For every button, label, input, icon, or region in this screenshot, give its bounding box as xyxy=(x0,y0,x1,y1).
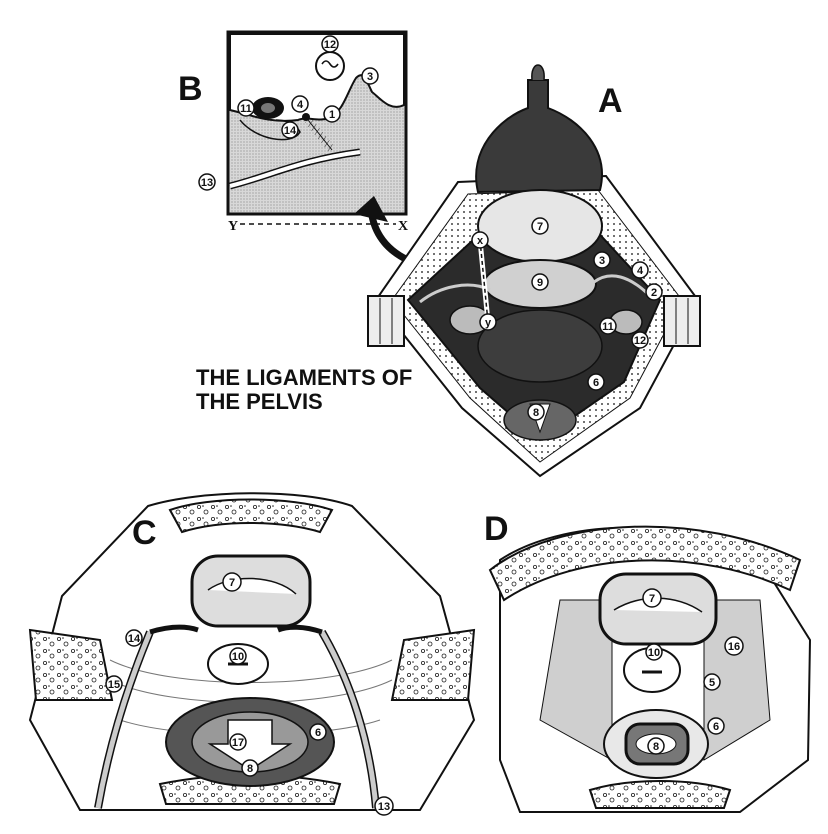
callout-c-13: 13 xyxy=(378,801,390,813)
callout-a-4: 4 xyxy=(637,265,644,277)
figure-title-line-1: THE LIGAMENTS OF xyxy=(196,366,412,390)
panel-label-a: A xyxy=(598,82,623,120)
callout-b-4: 4 xyxy=(297,99,304,111)
callout-c-17: 17 xyxy=(232,737,244,749)
callout-b-3: 3 xyxy=(367,71,373,83)
callout-a-y: y xyxy=(485,317,492,329)
callout-c-10: 10 xyxy=(232,651,244,663)
panel-label-c: C xyxy=(132,514,157,552)
callout-a-2: 2 xyxy=(651,287,657,299)
callout-a-8: 8 xyxy=(533,407,539,419)
callout-c-14: 14 xyxy=(128,633,141,645)
callout-d-6: 6 xyxy=(713,721,719,733)
callout-c-7: 7 xyxy=(229,577,235,589)
figure-title: THE LIGAMENTS OF THE PELVIS xyxy=(196,366,412,414)
callout-a-7: 7 xyxy=(537,221,543,233)
callout-b-13: 13 xyxy=(201,177,213,189)
panel-label-b: B xyxy=(178,70,203,108)
callout-d-7: 7 xyxy=(649,593,655,605)
callout-b-1: 1 xyxy=(329,109,335,121)
figure-title-line-2: THE PELVIS xyxy=(196,390,412,414)
callout-b-12: 12 xyxy=(324,39,336,51)
callout-d-16: 16 xyxy=(728,641,740,653)
callout-d-5: 5 xyxy=(709,677,715,689)
section-marker-y: Y xyxy=(228,219,238,234)
callout-b-11: 11 xyxy=(240,103,252,115)
callout-c-6: 6 xyxy=(315,727,321,739)
panel-d-drawing xyxy=(490,527,810,812)
callout-a-12: 12 xyxy=(634,335,646,347)
callout-c-15: 15 xyxy=(108,679,120,691)
panel-b-inset xyxy=(228,32,406,214)
callout-c-8: 8 xyxy=(247,763,253,775)
callout-d-8: 8 xyxy=(653,741,659,753)
callout-b-14: 14 xyxy=(284,125,297,137)
callout-d-10: 10 xyxy=(648,647,660,659)
callout-a-x: x xyxy=(477,235,484,247)
callout-a-3: 3 xyxy=(599,255,605,267)
panel-label-d: D xyxy=(484,510,509,548)
callout-a-9: 9 xyxy=(537,277,543,289)
section-marker-x: X xyxy=(398,219,408,234)
callout-a-11: 11 xyxy=(602,321,614,333)
callout-a-6: 6 xyxy=(593,377,599,389)
